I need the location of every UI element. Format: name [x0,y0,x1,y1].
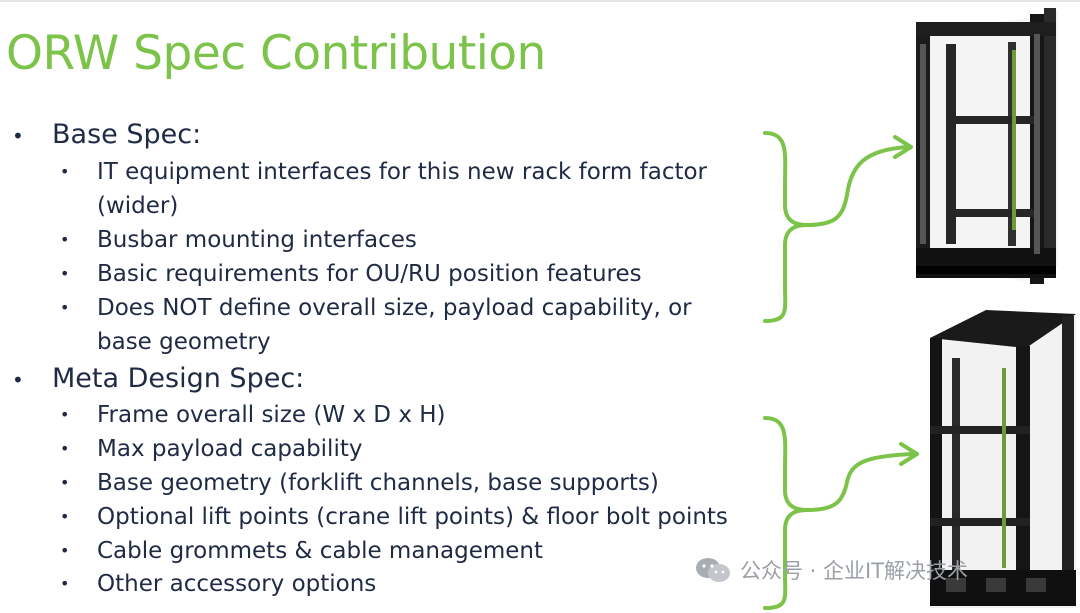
slide-title: ORW Spec Contribution [6,26,546,81]
section-heading-meta-design-spec: Meta Design Spec: [52,363,305,394]
list-item: Does NOT define overall size, payload ca… [97,295,692,321]
list-item: Other accessory options [97,571,377,597]
list-item-continuation: (wider) [97,193,179,219]
bullet-dot: • [60,541,70,560]
bullet-dot: • [60,264,70,283]
curly-brace-arrow-bottom [763,416,919,610]
open-rack-image [916,8,1058,284]
curly-brace-arrow-top [763,131,913,323]
list-item: Base geometry (forklift channels, base s… [97,470,659,496]
watermark: 公众号 · 企业IT解决技术 [694,555,968,585]
wechat-icon [696,558,730,582]
list-item: Max payload capability [97,436,363,462]
bullet-dot: • [60,473,70,492]
bullet-dot: • [60,230,70,249]
list-item: Cable grommets & cable management [97,538,544,564]
bullet-dot: • [60,439,70,458]
framed-rack-image [930,310,1076,608]
bullet-dot: • [60,507,70,526]
list-item: Basic requirements for OU/RU position fe… [97,261,642,287]
top-divider [0,0,1080,2]
watermark-text: 公众号 · 企业IT解决技术 [740,559,969,583]
bullet-dot: • [60,574,70,593]
list-item: Frame overall size (W x D x H) [97,402,446,428]
list-item: IT equipment interfaces for this new rac… [97,159,708,185]
bullet-dot: • [60,162,70,181]
list-item: Busbar mounting interfaces [97,227,417,253]
bullet-dot: • [12,124,24,148]
list-item-continuation: base geometry [97,329,271,355]
section-heading-base-spec: Base Spec: [52,119,202,150]
bullet-dot: • [12,368,24,392]
list-item: Optional lift points (crane lift points)… [97,504,728,530]
bullet-dot: • [60,298,70,317]
bullet-dot: • [60,405,70,424]
